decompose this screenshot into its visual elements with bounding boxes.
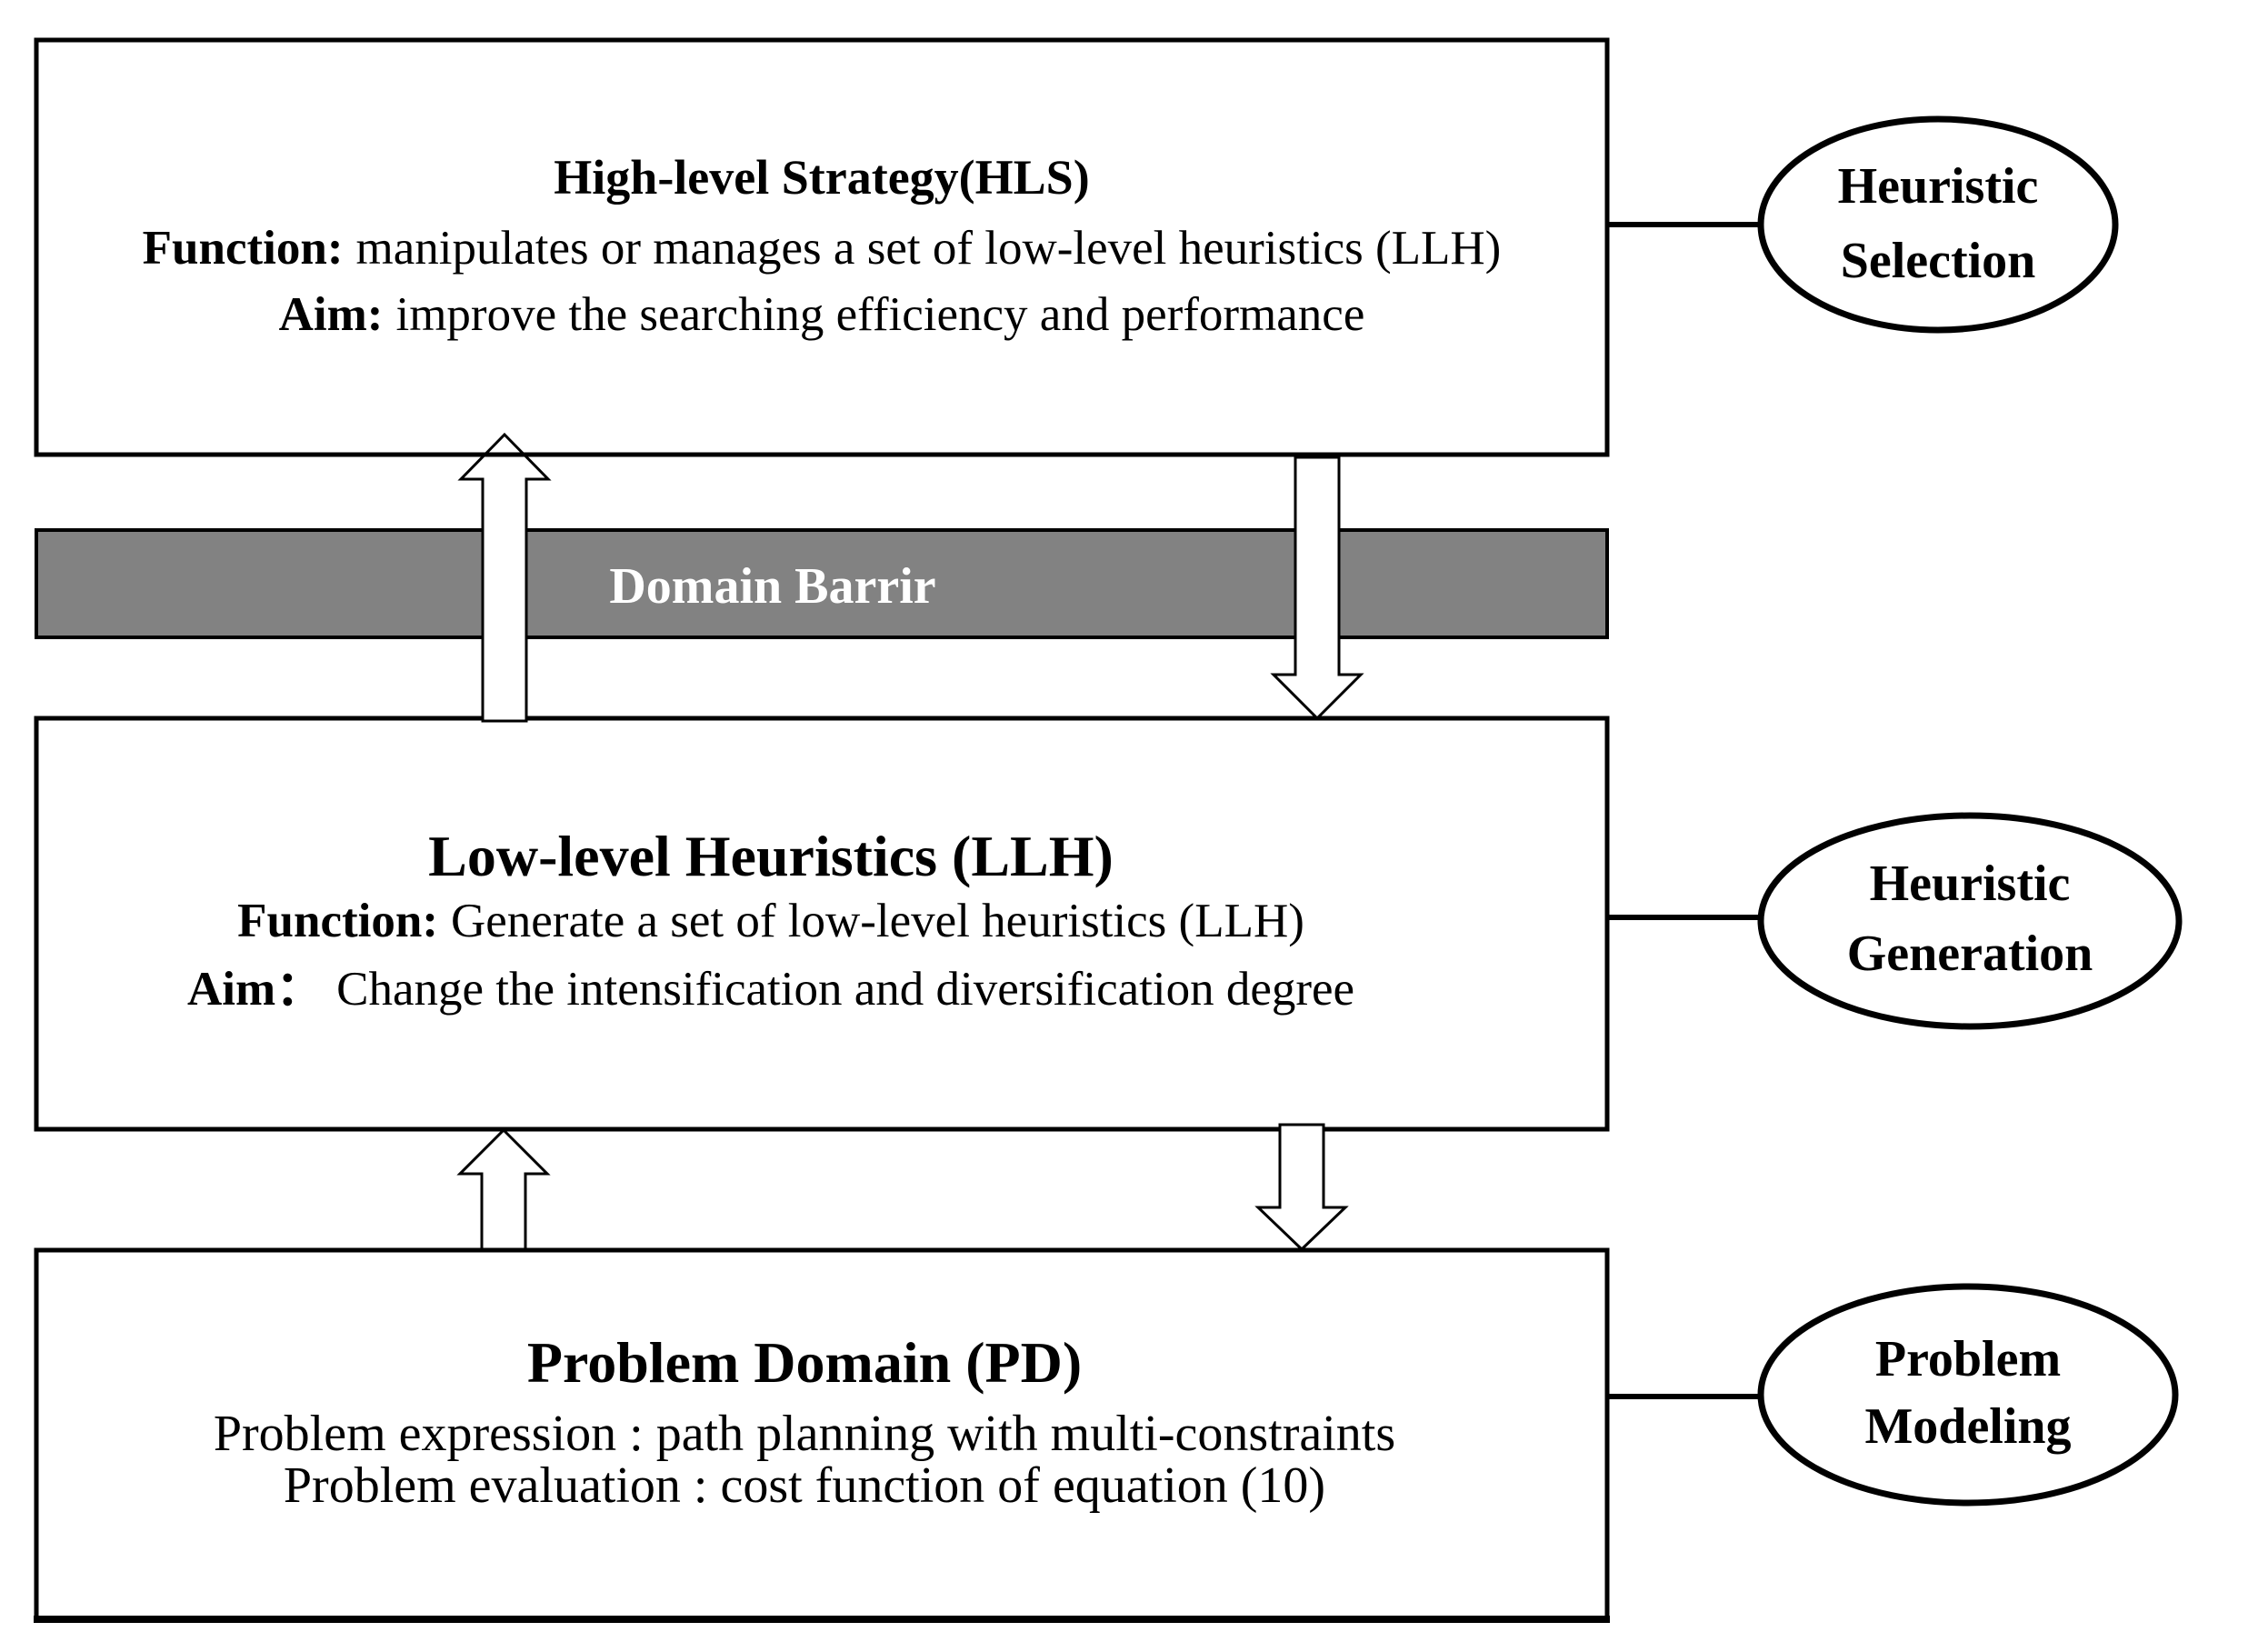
llh-aim-line: Aim：Change the intensification and diver…: [187, 963, 1354, 1016]
llh-aim-text: Change the intensification and diversifi…: [336, 963, 1354, 1016]
llh-function-line: Function:Generate a set of low-level heu…: [237, 895, 1304, 947]
llh-function-text: Generate a set of low-level heuristics (…: [451, 895, 1304, 947]
hls-aim-line: Aim:improve the searching efficiency and…: [279, 288, 1365, 341]
domain-barrier-label: Domain Barrir: [609, 558, 935, 615]
pd-expression-line: Problem expression : path planning with …: [214, 1406, 1395, 1462]
llh-box: [34, 716, 1610, 1132]
llh-aim-label: Aim：: [187, 963, 324, 1016]
domain-barrier-bar: [35, 528, 1609, 639]
hls-function-line: Function:manipulates or manages a set of…: [143, 222, 1502, 275]
problem-modeling-label-line2: Modeling: [1864, 1398, 2071, 1455]
heuristic-selection-label-line1: Heuristic: [1838, 158, 2039, 215]
down-arrow-hls-to-llh: [1270, 456, 1364, 721]
heuristic-selection-ellipse: [1757, 115, 2119, 334]
pd-title: Problem Domain (PD): [527, 1330, 1082, 1395]
pd-evaluation-line: Problem evaluation : cost function of eq…: [284, 1457, 1325, 1514]
hls-function-text: manipulates or manages a set of low-leve…: [356, 222, 1502, 275]
up-arrow-pd-to-llh: [456, 1127, 551, 1251]
heuristic-generation-label-line1: Heuristic: [1870, 856, 2071, 912]
heuristic-generation-ellipse: [1757, 812, 2183, 1030]
down-arrow-llh-to-pd: [1254, 1123, 1349, 1252]
heuristic-generation-label-line2: Generation: [1847, 926, 2093, 982]
hls-aim-label: Aim:: [279, 288, 384, 341]
llh-title: Low-level Heuristics (LLH): [428, 824, 1114, 888]
hls-function-label: Function:: [143, 222, 344, 275]
llh-function-label: Function:: [237, 895, 438, 947]
problem-modeling-label-line1: Problem: [1875, 1331, 2061, 1387]
hls-title: High-level Strategy(HLS): [554, 150, 1089, 205]
hls-box: [34, 37, 1610, 457]
heuristic-selection-label-line2: Selection: [1841, 233, 2036, 289]
pd-box: [34, 1247, 1610, 1622]
problem-modeling-ellipse: [1757, 1283, 2179, 1507]
hls-aim-text: improve the searching efficiency and per…: [395, 288, 1364, 341]
up-arrow-llh-to-hls: [457, 432, 552, 723]
